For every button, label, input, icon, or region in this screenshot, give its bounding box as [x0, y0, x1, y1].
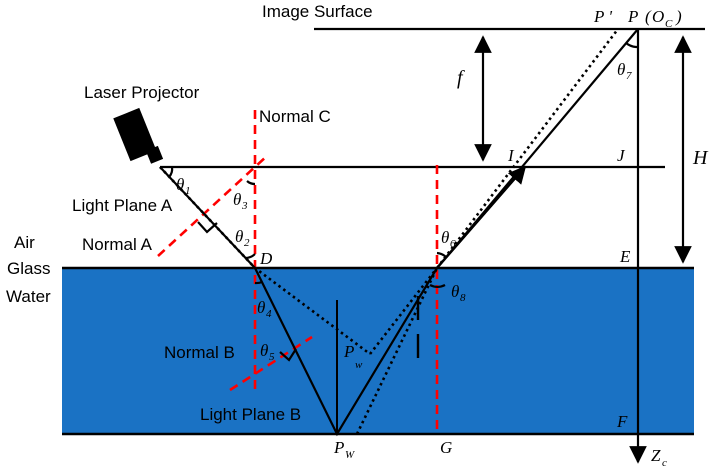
theta6-label: θ [441, 228, 449, 247]
virtual-ray-water [355, 267, 439, 435]
light-plane-a-label: Light Plane A [72, 196, 173, 215]
h-dimension-label: H [692, 147, 709, 169]
glass-label: Glass [7, 259, 50, 278]
oc-label: O [652, 7, 664, 26]
arc-theta3 [246, 180, 256, 186]
normal-b-line [229, 335, 313, 392]
p-label: P [627, 7, 638, 26]
air-label: Air [14, 233, 35, 252]
theta2-sub: 2 [244, 237, 250, 249]
theta4-sub: 4 [266, 308, 272, 320]
laser-projector-icon [113, 107, 164, 164]
theta1-label: θ [176, 175, 184, 194]
normal-b-label: Normal B [164, 343, 235, 362]
normal-c-label: Normal C [259, 107, 331, 126]
pw-label: P [333, 438, 344, 457]
virtual-ray-to-sensor [435, 28, 620, 269]
theta3-label: θ [233, 190, 241, 209]
arc-theta7 [625, 42, 639, 49]
arc-theta6 [436, 251, 447, 258]
oc-sub-label: C [665, 18, 673, 30]
arc-theta1 [168, 166, 174, 178]
pw-prime-sub-label: w [355, 359, 363, 371]
laser-projector-label: Laser Projector [84, 83, 200, 102]
theta5-sub: 5 [269, 351, 275, 363]
image-surface-label: Image Surface [262, 2, 373, 21]
water-region [62, 268, 694, 434]
virtual-path-return [368, 267, 439, 355]
e-label: E [619, 247, 631, 266]
theta4-label: θ [257, 298, 265, 317]
theta5-label: θ [260, 341, 268, 360]
light-plane-b-label: Light Plane B [200, 405, 301, 424]
theta8-label: θ [451, 282, 459, 301]
p-prime-label: P ' [593, 7, 612, 26]
water-label: Water [6, 287, 51, 306]
oc-close-label: ) [675, 7, 682, 26]
zc-label: Z [651, 446, 661, 465]
pw-prime-label: P [343, 342, 354, 361]
j-label: J [617, 146, 626, 165]
arc-theta8 [429, 283, 446, 288]
f-point-label: F [616, 412, 628, 431]
theta2-label: θ [235, 227, 243, 246]
virtual-path [159, 166, 371, 356]
reflected-ray-to-sensor [436, 28, 639, 269]
theta8-sub: 8 [460, 292, 466, 304]
theta7-label: θ [617, 60, 625, 79]
pw-sub-label: W [345, 449, 355, 461]
arc-theta4 [254, 280, 263, 285]
theta6-sub: 6 [450, 238, 456, 250]
f-dimension-label: f [457, 67, 465, 89]
theta3-sub: 3 [241, 200, 248, 212]
normal-a-line [157, 154, 269, 257]
zc-sub-label: c [662, 457, 667, 469]
d-label: D [259, 249, 273, 268]
theta7-sub: 7 [626, 70, 632, 82]
normal-a-label: Normal A [82, 235, 153, 254]
oc-open-label: ( [645, 7, 652, 26]
theta1-sub: 1 [185, 185, 191, 197]
i-label: I [507, 146, 515, 165]
right-angle-a [197, 221, 218, 234]
g-label: G [440, 438, 452, 457]
right-angle-b [279, 348, 297, 362]
arc-theta2 [244, 253, 256, 260]
